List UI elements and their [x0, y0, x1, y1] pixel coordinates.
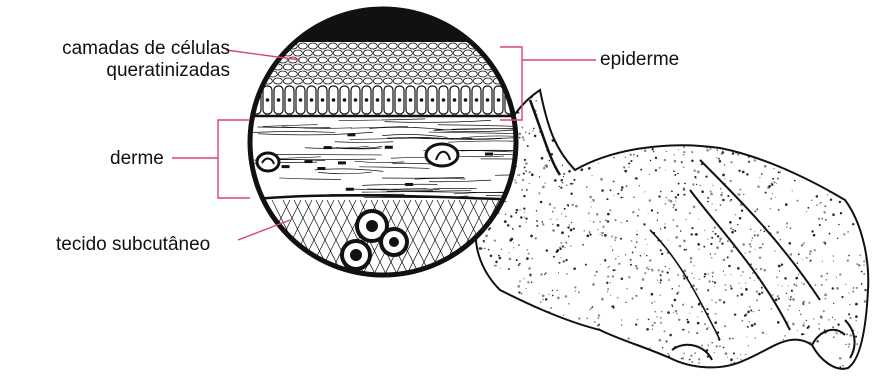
- label-subcutaneous-tissue: tecido subcutâneo: [56, 234, 210, 256]
- bracket-dermis: [218, 120, 250, 198]
- stratum-dark-band: [240, 0, 530, 42]
- label-dermis: derme: [110, 148, 164, 170]
- label-keratinized-line1: camadas de células: [8, 38, 230, 60]
- label-keratinized-line2: queratinizadas: [8, 60, 230, 82]
- label-keratinized-layers: camadas de células queratinizadas: [8, 38, 230, 82]
- label-epidermis: epiderme: [600, 49, 679, 71]
- basal-cells: [245, 86, 525, 116]
- hand-drawing: [469, 84, 870, 375]
